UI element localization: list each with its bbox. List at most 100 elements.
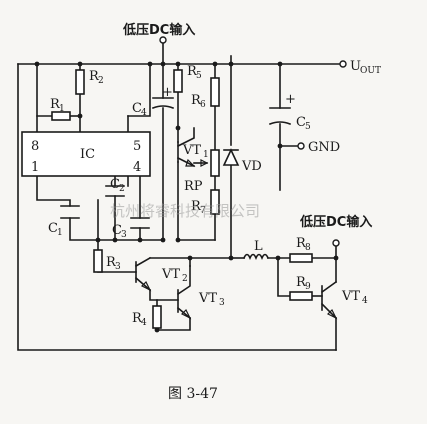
r3-label-sub: 3 — [115, 262, 121, 272]
node — [95, 237, 101, 243]
c4-label: C — [132, 101, 142, 116]
rp-wiper-arrow — [200, 159, 209, 167]
node — [275, 255, 281, 261]
rp-label: RP — [184, 179, 203, 194]
capacitor-c1 — [60, 205, 80, 219]
c5-label-sub: 5 — [305, 122, 311, 132]
c1-bottom-bus — [69, 217, 164, 241]
node — [228, 61, 234, 67]
node — [187, 255, 193, 261]
node — [228, 255, 234, 261]
node — [34, 61, 40, 67]
vt2-emitter-wire — [149, 289, 179, 301]
output-terminal — [339, 60, 347, 68]
resistor-r9 — [289, 291, 313, 301]
r5-label-sub: 5 — [196, 71, 202, 81]
r4-label: R — [132, 311, 143, 326]
r4-label-sub: 4 — [141, 318, 147, 328]
r9-label-sub: 9 — [305, 282, 311, 292]
c4-label-sub: 4 — [141, 108, 147, 118]
vt2-label: VT — [161, 267, 180, 282]
r8-label-sub: 8 — [305, 243, 311, 253]
r1-label-sub: 1 — [59, 104, 65, 114]
r1-label: R — [50, 97, 61, 112]
capacitor-c3 — [130, 217, 150, 229]
ic-chip — [21, 131, 151, 177]
vt3-label-sub: 3 — [219, 298, 225, 308]
node — [77, 61, 83, 67]
r7-label: R — [191, 199, 202, 214]
r2-label: R — [89, 69, 100, 84]
watermark: 杭州将睿科技有限公司 — [110, 202, 260, 220]
ic-label: IC — [80, 147, 95, 162]
ic-pin1-wire — [36, 175, 71, 207]
node — [112, 237, 118, 243]
inductor-l — [242, 253, 270, 261]
resistor-r2 — [75, 69, 85, 95]
node — [160, 237, 166, 243]
node — [277, 143, 283, 149]
capacitor-c2 — [105, 185, 125, 197]
r3-label: R — [106, 255, 117, 270]
node — [212, 61, 218, 67]
c4-plus: + — [162, 85, 173, 100]
node — [175, 125, 181, 131]
c2-label-sub: 2 — [119, 184, 125, 194]
r7-label-sub: 7 — [200, 206, 206, 216]
c3-label: C — [112, 223, 122, 238]
transistor-vt2 — [134, 256, 152, 292]
vt3-emitter-wire — [156, 317, 191, 331]
c1-label: C — [48, 221, 58, 236]
resistor-r5 — [173, 69, 183, 93]
c5-label: C — [296, 115, 306, 130]
transistor-vt4 — [320, 280, 338, 320]
vd-label: VD — [241, 159, 262, 174]
node — [333, 255, 339, 261]
resistor-r3 — [93, 249, 103, 273]
node — [77, 113, 83, 119]
r9-label: R — [296, 275, 307, 290]
gnd-label: GND — [308, 140, 340, 155]
diode-vd — [222, 148, 240, 166]
figure-caption: 图 3-47 — [168, 386, 218, 402]
capacitor-c5 — [268, 107, 292, 126]
vt4-label: VT — [341, 289, 360, 304]
r2-label-sub: 2 — [98, 76, 104, 86]
node — [175, 61, 181, 67]
c1-label-sub: 1 — [57, 228, 63, 238]
c3-label-sub: 3 — [121, 230, 127, 240]
input-top-terminal — [159, 36, 167, 44]
node — [160, 61, 166, 67]
node — [147, 61, 153, 67]
vt4-label-sub: 4 — [362, 296, 368, 306]
c5-plus: + — [285, 92, 296, 107]
r6-label: R — [191, 93, 202, 108]
r5-label: R — [187, 64, 198, 79]
input-right-label: 低压DC输入 — [299, 214, 372, 230]
vt1-label-sub: 1 — [203, 150, 209, 160]
potentiometer-rp — [210, 149, 220, 177]
pin8-label: 8 — [31, 139, 39, 154]
r8-right-wire — [311, 245, 337, 259]
r9-left-wire — [277, 257, 291, 297]
node — [175, 237, 181, 243]
pin5-label: 5 — [133, 139, 141, 154]
output-label-sub: OUT — [360, 66, 381, 76]
vt3-label: VT — [198, 291, 217, 306]
resistor-r1 — [51, 111, 71, 121]
resistor-r6 — [210, 77, 220, 107]
resistor-r7 — [210, 189, 220, 215]
left-rail — [17, 63, 337, 351]
node — [137, 237, 143, 243]
c2-label: C — [110, 177, 120, 192]
pin4-label: 4 — [133, 160, 141, 175]
wires — [17, 39, 341, 351]
output-label: U — [350, 59, 361, 74]
transistor-vt3 — [176, 265, 192, 320]
node — [277, 61, 283, 67]
junction-nodes — [34, 61, 339, 333]
vt1-label: VT — [182, 143, 201, 158]
resistor-r8 — [289, 253, 313, 263]
